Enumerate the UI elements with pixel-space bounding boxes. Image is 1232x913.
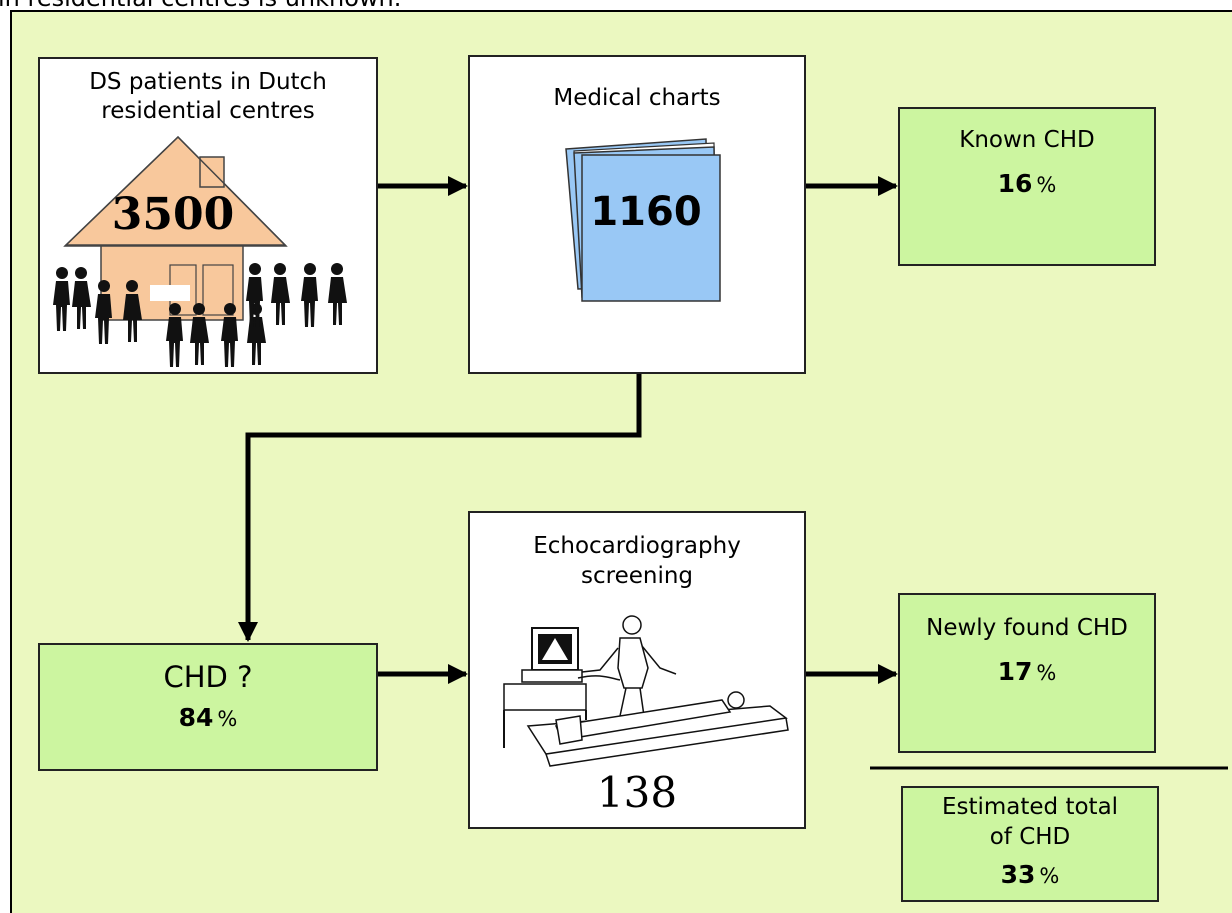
person-icon [123, 280, 142, 342]
person-icon [95, 280, 112, 344]
house-with-people-icon [53, 135, 347, 367]
document-stack-icon [565, 138, 721, 302]
echocardiography-scene-icon [503, 615, 789, 767]
node-newly-found-chd: Newly found CHD 17% [898, 593, 1156, 753]
node-medical-charts: Medical charts 1160 [468, 55, 806, 374]
node-dutch-centres-title-line1: DS patients in Dutch [89, 69, 327, 95]
node-echo-title-line2: screening [580, 563, 694, 589]
node-known-chd-title: Known CHD [959, 127, 1095, 153]
node-known-chd-value-unit: % [1036, 173, 1057, 197]
person-icon [72, 267, 91, 329]
node-estimated-total-title-line1: Estimated total [941, 794, 1119, 820]
node-newly-found-title: Newly found CHD [926, 615, 1128, 641]
node-medical-charts-title: Medical charts [553, 85, 721, 111]
node-chd-unknown-value: 84% [40, 703, 376, 732]
person-icon [246, 263, 263, 327]
person-icon [328, 263, 347, 325]
node-known-chd-value-number: 16 [997, 169, 1033, 198]
node-chd-unknown-value-unit: % [217, 707, 238, 731]
node-estimated-total-value-number: 33 [1000, 860, 1036, 889]
caption-fragment: in residential centres is unknown. [0, 0, 401, 10]
person-icon [190, 303, 209, 365]
person-icon [53, 267, 70, 331]
person-icon [221, 303, 238, 367]
node-echo-title-line1: Echocardiography [533, 533, 741, 559]
node-estimated-total: Estimated total of CHD 33% [901, 786, 1159, 902]
node-newly-found-value-unit: % [1036, 661, 1057, 685]
node-newly-found-value: 17% [900, 657, 1154, 686]
node-estimated-total-value: 33% [903, 860, 1157, 889]
node-chd-unknown-value-number: 84 [178, 703, 214, 732]
node-dutch-centres: DS patients in Dutch residential centres… [38, 57, 378, 374]
node-known-chd: Known CHD 16% [898, 107, 1156, 266]
node-chd-unknown: CHD ? 84% [38, 643, 378, 771]
arrow-charts-to-chd-unknown [238, 374, 642, 642]
node-dutch-centres-count: 3500 [111, 189, 235, 240]
node-echo-screening: Echocardiography screening 138 [468, 511, 806, 829]
person-icon [301, 263, 318, 327]
node-dutch-centres-title-line2: residential centres [101, 98, 315, 124]
node-medical-charts-count: 1160 [590, 189, 702, 235]
node-known-chd-value: 16% [900, 169, 1154, 198]
node-echo-count: 138 [596, 768, 678, 817]
person-icon [166, 303, 183, 367]
node-chd-unknown-title: CHD ? [163, 660, 253, 694]
node-estimated-total-value-unit: % [1039, 864, 1060, 888]
node-newly-found-value-number: 17 [997, 657, 1033, 686]
node-estimated-total-title-line2: of CHD [989, 824, 1071, 850]
person-icon [271, 263, 290, 325]
